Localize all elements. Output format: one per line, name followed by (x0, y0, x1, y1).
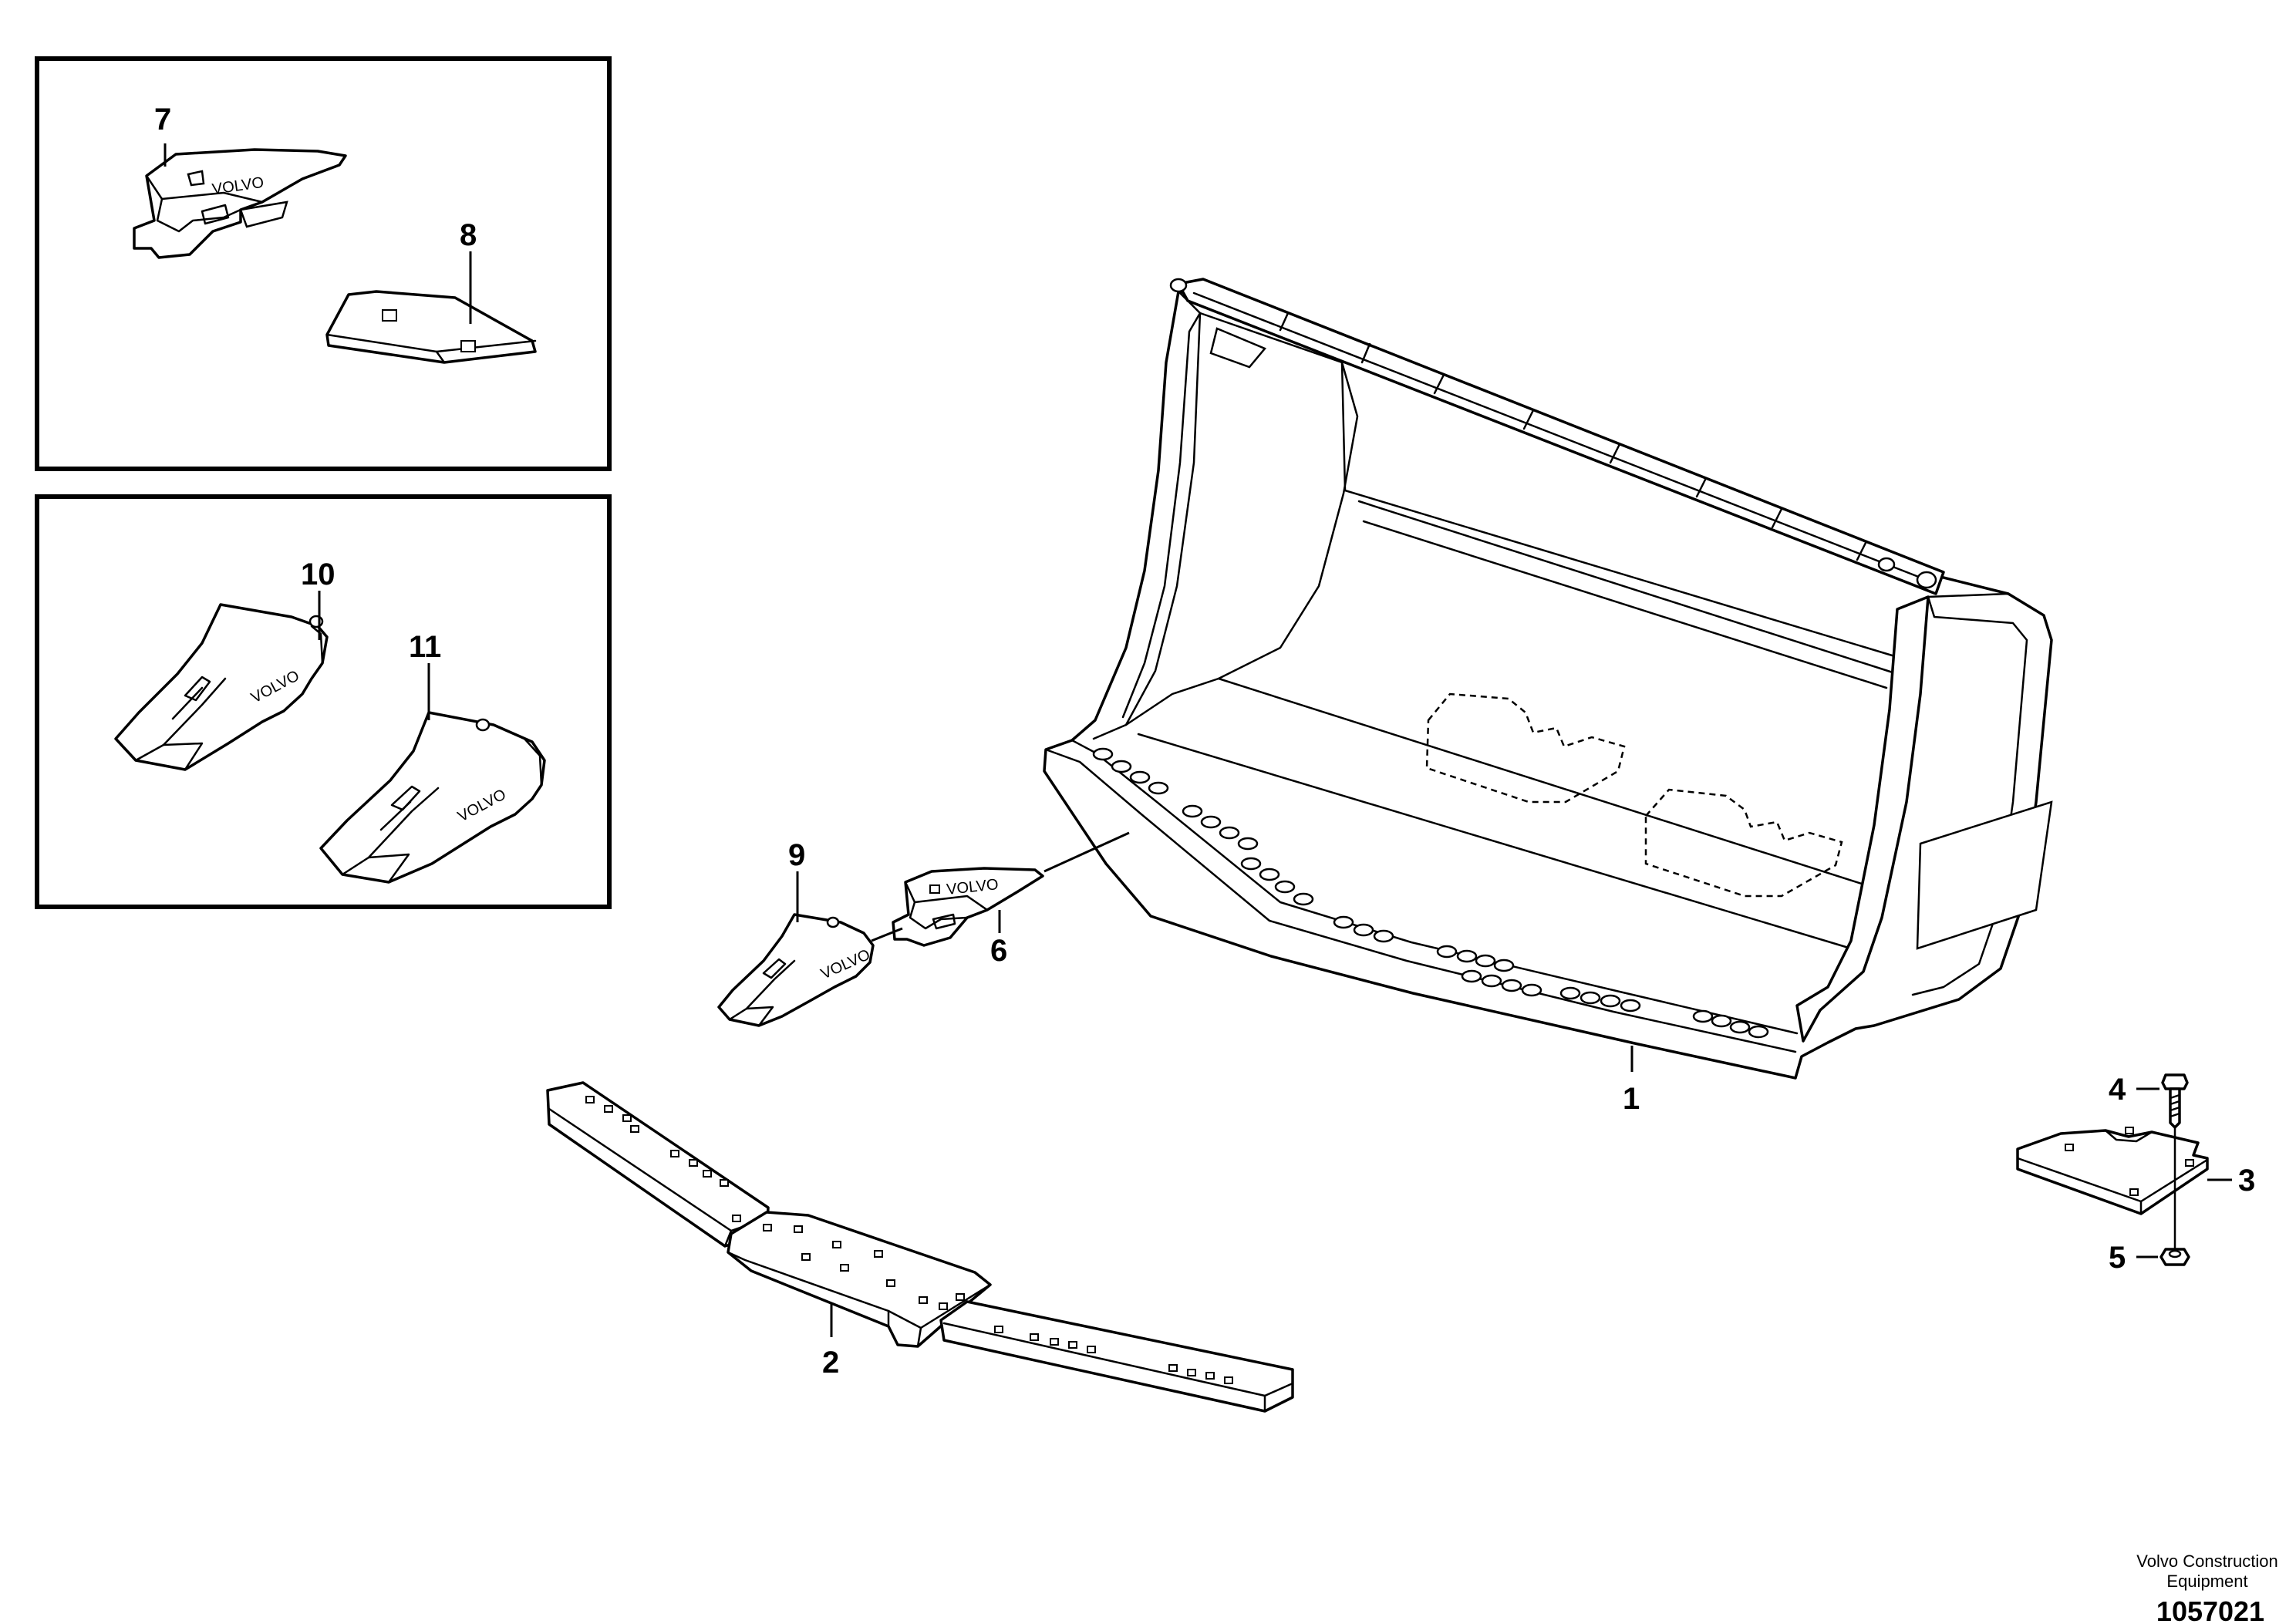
leader-9-to-6 (871, 927, 903, 942)
inset-frame-top (35, 56, 612, 471)
footer-company-line2: Equipment (2166, 1572, 2247, 1591)
part-7-adapter[interactable]: VOLVO (133, 148, 347, 259)
part-4-bolt[interactable] (2161, 1073, 2189, 1129)
part-10-tooth[interactable]: VOLVO (114, 603, 329, 771)
part-8-wear-plate[interactable] (325, 290, 537, 364)
bucket-edge-bolts (1092, 747, 1769, 1039)
callout-11: 11 (409, 630, 441, 664)
callout-9: 9 (788, 838, 805, 872)
callout-7: 7 (154, 103, 171, 136)
callout-5: 5 (2109, 1241, 2126, 1275)
bucket-top-rail-ribs (1279, 312, 1868, 561)
cutting-edge-bolt-holes (585, 1096, 1233, 1384)
bucket-inner-wear-plate-2 (1644, 788, 1843, 898)
part-11-tooth[interactable]: VOLVO (319, 711, 546, 884)
callout-3: 3 (2238, 1164, 2255, 1198)
part-2-cutting-edge[interactable] (546, 1081, 1294, 1413)
footer-company-line1: Volvo Construction (2136, 1552, 2277, 1571)
part-3-wear-plate[interactable] (2016, 1127, 2209, 1215)
bucket-inner-wear-plate-1 (1425, 692, 1626, 804)
part-6-adapter[interactable]: VOLVO (892, 867, 1044, 947)
callout-1: 1 (1623, 1082, 1640, 1116)
part-5-nut[interactable] (2159, 1248, 2190, 1266)
callout-8: 8 (460, 218, 477, 252)
leader-6-to-bucket (1043, 831, 1130, 873)
callout-6: 6 (990, 934, 1007, 968)
part-9-tooth[interactable]: VOLVO (717, 913, 875, 1027)
callout-2: 2 (822, 1346, 839, 1380)
callout-10: 10 (301, 558, 335, 591)
inset-frame-bottom (35, 494, 612, 909)
part-1-bucket[interactable] (1043, 278, 2053, 1080)
footer-drawing-number: 1057021 (2156, 1595, 2264, 1624)
callout-4: 4 (2109, 1073, 2126, 1107)
